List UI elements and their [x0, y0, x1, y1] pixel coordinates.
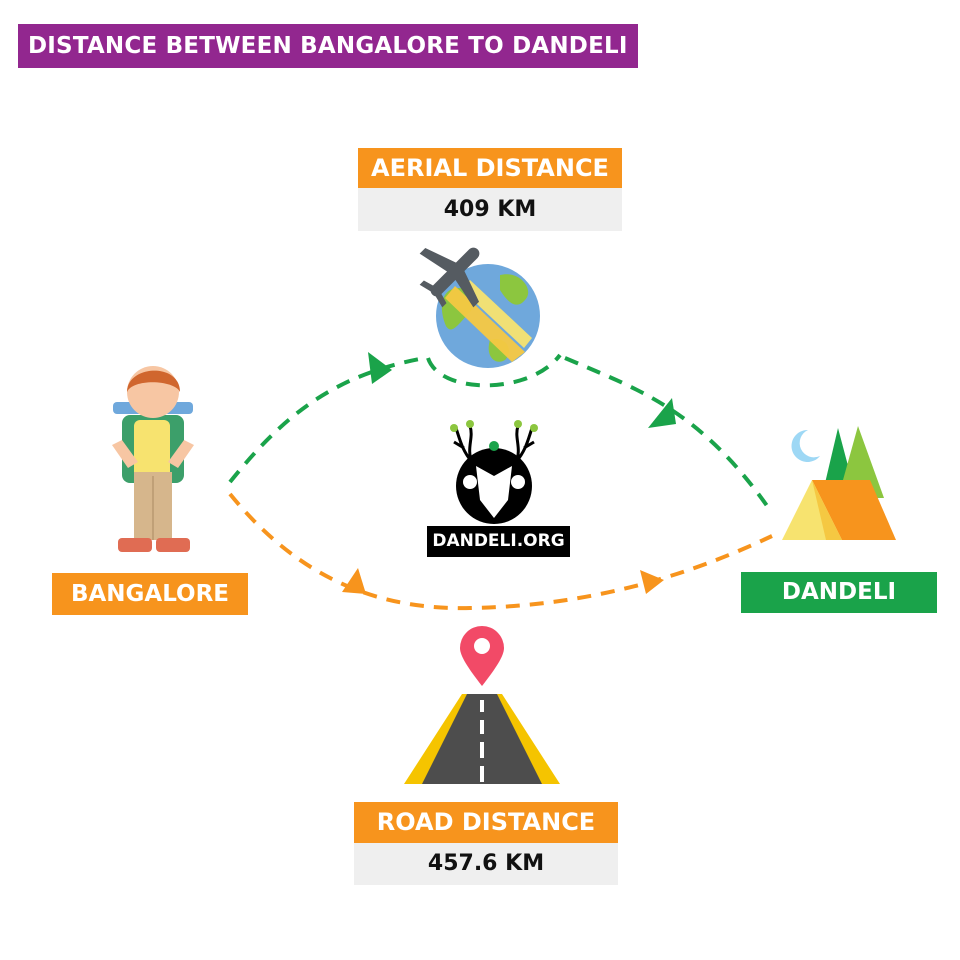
aerial-distance-value: 409 KM	[358, 188, 622, 231]
road-distance-value: 457.6 KM	[354, 843, 618, 885]
road-arrow-left	[342, 568, 366, 594]
destination-label: DANDELI	[741, 572, 937, 613]
origin-label: BANGALORE	[52, 573, 248, 615]
road-arrow-right	[640, 570, 664, 594]
road-icon	[404, 694, 560, 784]
page-title: DISTANCE BETWEEN BANGALORE TO DANDELI	[18, 24, 638, 68]
brand-label: DANDELI.ORG	[427, 526, 570, 557]
camping-tent-icon	[782, 426, 896, 540]
aerial-arrow-right	[648, 398, 676, 428]
aerial-distance-label: AERIAL DISTANCE	[358, 148, 622, 188]
road-distance-label: ROAD DISTANCE	[354, 802, 618, 843]
aerial-arrow-left	[368, 352, 392, 384]
road-route-path	[228, 492, 773, 611]
airplane-globe-icon	[419, 247, 540, 368]
traveler-icon	[112, 366, 194, 552]
aerial-route-path	[228, 353, 772, 512]
map-pin-icon	[460, 626, 504, 686]
deer-logo-icon	[450, 420, 538, 524]
